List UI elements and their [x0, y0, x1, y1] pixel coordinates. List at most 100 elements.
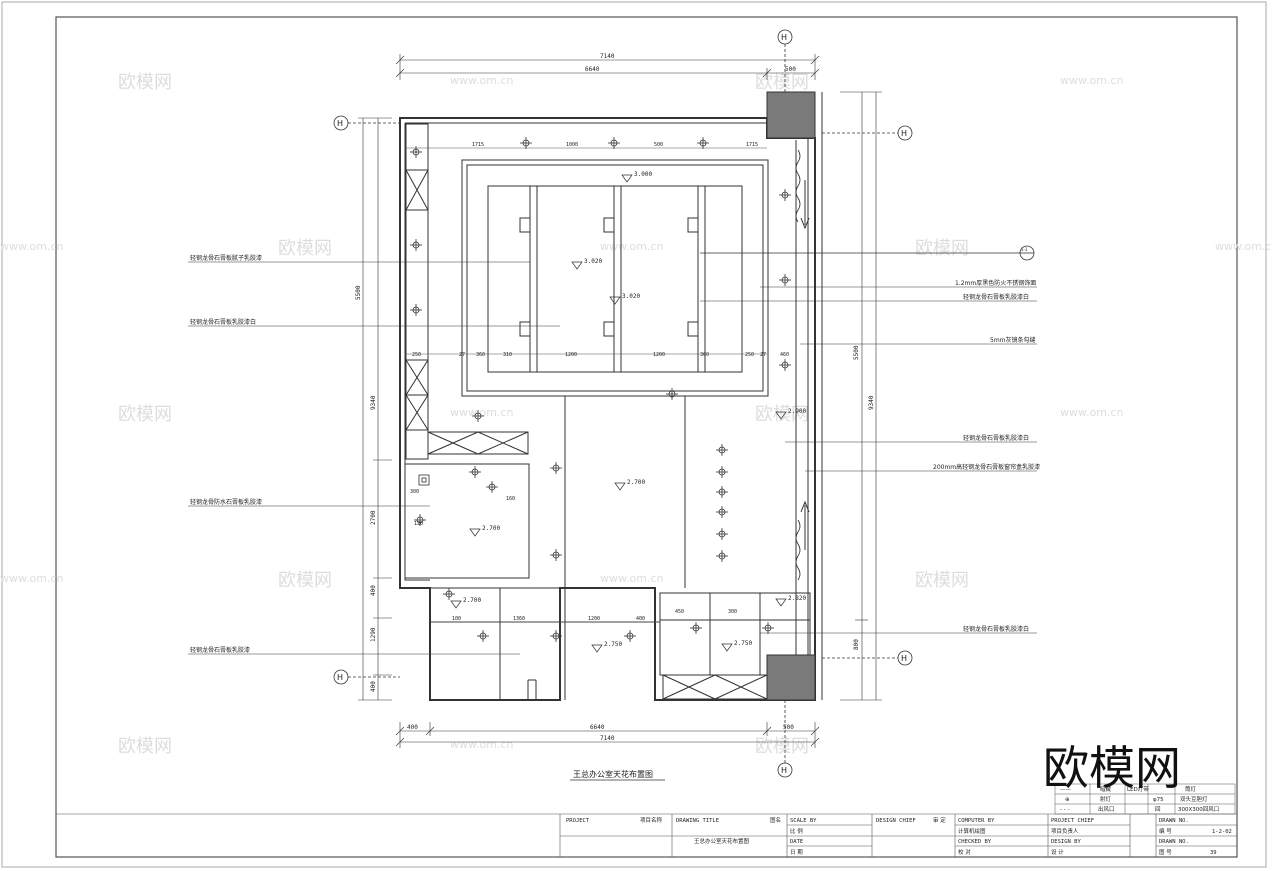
drawing-title: 王总办公室天花布置图	[573, 769, 653, 779]
interior-dims: 1715 1000 500 1715 250 27 360 310 1200 1…	[405, 142, 789, 623]
ceiling-ribs	[519, 186, 706, 372]
height-tags: 3.000 3.020 3.020 2.700 2.700 2.900 2.70…	[450, 171, 806, 653]
height-label: 3.020	[622, 293, 640, 300]
downlight-icon	[762, 622, 774, 634]
legend-code: LED灯带	[1127, 785, 1149, 793]
tb-drawing-no-label: DRAWN NO.	[1159, 839, 1189, 845]
plan-inner-outline	[404, 122, 767, 581]
legend-symbol: ⊕	[1065, 797, 1070, 803]
axis-label-top: H	[781, 33, 787, 42]
watermark-logo: 欧模网	[1043, 741, 1181, 795]
height-label: 2.700	[482, 525, 500, 532]
dim-overall-top: 7140	[600, 53, 615, 60]
downlight-icon	[716, 528, 728, 540]
watermark-brand: 欧模网	[118, 404, 172, 425]
watermark-url: www.om.cn	[1215, 240, 1272, 253]
dim-label: 1715	[746, 142, 758, 148]
tb-drawn-no-cn: 编 号	[1159, 827, 1172, 835]
height-label: 3.020	[584, 258, 602, 265]
dim-bottom-left: 400	[407, 724, 418, 731]
height-label: 2.820	[788, 595, 806, 602]
downlight-icon	[550, 549, 562, 561]
vent-icon-inner	[421, 477, 427, 483]
note-right: 200mm高轻钢龙骨石膏板窗帘盒乳胶漆	[933, 463, 1040, 471]
dim-label: 360	[700, 352, 709, 358]
axis-label-left-bottom: H	[337, 673, 343, 682]
downlight-icon	[550, 630, 562, 642]
tb-scale-cn: 比 例	[790, 827, 803, 835]
dim-left-top: 6640	[585, 66, 600, 73]
dim-label: 1200	[565, 352, 577, 358]
tb-drawing-title-label: DRAWING TITLE	[676, 818, 719, 824]
tb-project-chief-cn: 项目负责人	[1051, 827, 1079, 835]
downlight-icon	[666, 388, 678, 400]
dim-label: 1360	[513, 616, 525, 622]
notes: 轻钢龙骨石膏板腻子乳胶漆 轻钢龙骨石膏板乳胶漆白 轻钢龙骨防水石膏板乳胶漆 轻钢…	[190, 254, 1040, 654]
height-label: 2.900	[788, 408, 806, 415]
downlight-icon	[624, 630, 636, 642]
dim-label: 450	[675, 609, 684, 615]
bottom-dimensions: 400 6640 500 7140	[395, 722, 820, 748]
tb-design-by-cn: 设 计	[1051, 848, 1064, 856]
partitions	[404, 396, 811, 700]
legend-symbol: ——	[1060, 787, 1072, 793]
left-cabinet-panels	[405, 169, 429, 431]
downlight-icon	[690, 622, 702, 634]
legend-code: 回	[1155, 806, 1161, 813]
dim-right-upper: 5500	[853, 345, 860, 360]
downlight-icon	[443, 588, 455, 600]
watermark-brand: 欧模网	[118, 736, 172, 757]
dim-label: 120	[414, 521, 423, 527]
watermark-url: www.om.cn	[450, 74, 513, 87]
section-tag: 1-1	[1021, 247, 1028, 252]
legend-note: 双头豆胆灯	[1180, 795, 1208, 803]
watermark-url: www.om.cn	[1060, 406, 1123, 419]
tb-project-chief-label: PROJECT CHIEF	[1051, 818, 1094, 824]
sheet-frame	[55, 16, 1238, 858]
watermark-brand: 欧模网	[755, 736, 809, 757]
height-label: 2.750	[734, 640, 752, 647]
dim-left-c: 400	[370, 681, 377, 692]
downlight-icon	[716, 506, 728, 518]
tb-drawn-no-value: 1-2-02	[1212, 829, 1232, 835]
axis-label-right-bottom: H	[901, 654, 907, 663]
downlight-icon	[410, 304, 422, 316]
downlight-icon	[520, 137, 532, 149]
legend-name: 暗藏	[1100, 785, 1112, 793]
legend-text: —— 暗藏 LED灯带 筒灯 ⊕ 射灯 φ75 双头豆胆灯 - - - 出风口 …	[1060, 785, 1219, 813]
downlight-icon	[779, 189, 791, 201]
ceiling-plan	[399, 92, 823, 701]
axis-markers: H H H H H H 1-1	[333, 29, 1035, 778]
dim-label: 250	[745, 352, 754, 358]
dim-label: 400	[636, 616, 645, 622]
tb-design-chief-cn: 审 定	[933, 816, 946, 824]
downlight-icon	[486, 481, 498, 493]
note-left: 轻钢龙骨石膏板乳胶漆白	[190, 318, 256, 326]
tb-checked-label: CHECKED BY	[958, 839, 992, 845]
downlight-icon	[472, 410, 484, 422]
note-right: 轻钢龙骨石膏板乳胶漆白	[963, 434, 1029, 442]
note-right: 轻钢龙骨石膏板乳胶漆白	[963, 625, 1029, 633]
tb-computer-cn: 计算机绘图	[958, 827, 986, 835]
left-dimensions: 5500 9340 2700 400 1290 400	[355, 117, 392, 701]
tb-drawing-no-cn: 图 号	[1159, 848, 1172, 856]
legend-note: 300X300回风口	[1178, 806, 1219, 813]
tb-project-cn: 项目名称	[640, 816, 663, 824]
recessed-ceiling-outer	[461, 159, 769, 397]
downlight-icon	[716, 550, 728, 562]
dim-left-a: 400	[370, 585, 377, 596]
legend-name: 出风口	[1098, 805, 1115, 813]
watermark-url: www.om.cn	[600, 572, 663, 585]
downlight-icon	[608, 137, 620, 149]
dim-right-top: 500	[785, 66, 796, 73]
vent-icon	[418, 474, 430, 486]
watermark-url-layer: www.om.cn www.om.cn www.om.cn www.om.cn …	[0, 74, 1272, 751]
watermark-brand: 欧模网	[755, 72, 809, 93]
watermark-brand: 欧模网	[278, 238, 332, 259]
downlight-icon	[477, 630, 489, 642]
legend-code: φ75	[1153, 797, 1164, 803]
watermark-url: www.om.cn	[0, 240, 63, 253]
tb-date-label: DATE	[790, 839, 803, 845]
note-left: 轻钢龙骨石膏板乳胶漆	[190, 646, 250, 654]
downlight-icon	[716, 486, 728, 498]
